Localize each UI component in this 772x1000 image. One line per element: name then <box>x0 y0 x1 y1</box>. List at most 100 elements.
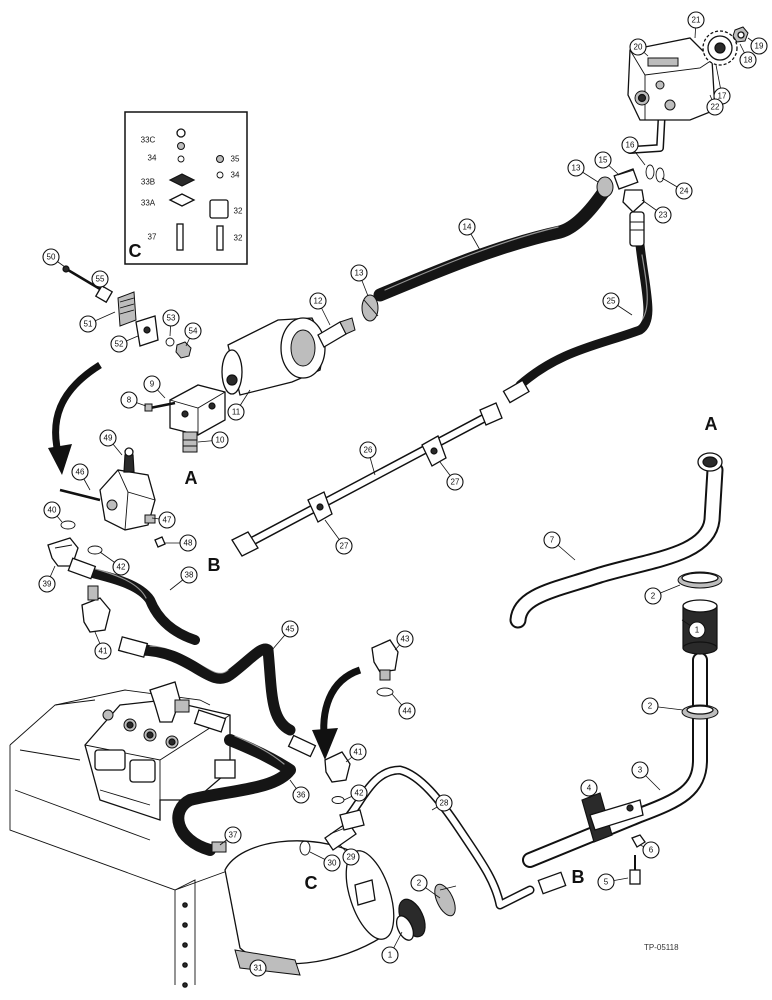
callout-circle <box>99 429 117 447</box>
callout-c51: 51 <box>79 311 116 333</box>
callout-circle <box>143 375 161 393</box>
callout-number: 18 <box>744 56 753 65</box>
tee-fitting <box>149 681 190 723</box>
callout-number: 8 <box>127 396 132 405</box>
callout-number: 13 <box>572 164 581 173</box>
callout-number: 31 <box>254 964 263 973</box>
bolt-46 <box>59 488 101 502</box>
callout-circle <box>435 794 453 812</box>
callout-circle <box>180 566 198 584</box>
callout-circle <box>91 270 109 288</box>
callout-c3: 3 <box>631 761 661 791</box>
letter-c-filter: C <box>305 873 318 893</box>
tube-end-b <box>537 871 567 895</box>
callout-c28: 28 <box>431 794 453 812</box>
hose-45 <box>134 643 296 736</box>
callout-c19: 19 <box>747 37 768 55</box>
callout-number: 30 <box>328 859 337 868</box>
callout-number: 55 <box>96 275 105 284</box>
callout-number: 37 <box>229 831 238 840</box>
hose-end-38-upper <box>67 557 97 580</box>
callout-number: 7 <box>550 536 555 545</box>
callout-c2b: 2 <box>641 697 684 715</box>
callout-c41b: 41 <box>345 743 367 763</box>
callout-number: 38 <box>185 571 194 580</box>
callout-circle <box>446 473 464 491</box>
callout-circle <box>158 511 176 529</box>
callout-circle <box>687 11 705 29</box>
callout-c54: 54 <box>184 322 202 347</box>
callout-circle <box>567 159 585 177</box>
callout-number: 48 <box>184 539 193 548</box>
callout-c29: 29 <box>339 844 360 866</box>
callout-number: 26 <box>364 446 373 455</box>
callout-c40: 40 <box>43 501 63 523</box>
letter-a-valve: A <box>185 468 198 488</box>
inset-detail-c <box>124 111 248 265</box>
callout-c30: 30 <box>309 851 341 872</box>
inset-label-37: 37 <box>148 233 157 242</box>
callout-c4: 4 <box>580 779 598 799</box>
callout-c22: 22 <box>706 94 724 116</box>
callout-circle <box>309 292 327 310</box>
inset-label-34-right: 34 <box>231 171 240 180</box>
callout-circle <box>184 322 202 340</box>
callout-c1b: 1 <box>381 931 403 964</box>
callout-number: 14 <box>463 223 472 232</box>
callout-circle <box>281 620 299 638</box>
hose-end-25-upper <box>629 211 645 247</box>
callout-circle <box>110 335 128 353</box>
curved-arrow-left <box>48 362 102 475</box>
pipe-a-end <box>697 452 723 472</box>
callout-c2c: 2 <box>410 874 441 899</box>
callout-number: 5 <box>604 878 609 887</box>
callout-circle <box>675 182 693 200</box>
callout-number: 24 <box>680 187 689 196</box>
callout-c31: 31 <box>249 959 267 977</box>
callout-number: 20 <box>634 43 643 52</box>
callout-number: 2 <box>648 702 653 711</box>
callout-circle <box>79 315 97 333</box>
clamp-4 <box>581 792 644 843</box>
callout-number: 50 <box>47 253 56 262</box>
tube-nut-26-top <box>479 402 503 426</box>
inset-label-33a: 33A <box>141 199 156 208</box>
callout-number: 27 <box>340 542 349 551</box>
callout-c2a: 2 <box>644 584 681 605</box>
hose-end-45-lower <box>193 709 227 733</box>
callout-circle <box>644 587 662 605</box>
callout-circle <box>396 630 414 648</box>
callout-c13b: 13 <box>567 159 599 183</box>
callout-circle <box>112 558 130 576</box>
callout-number: 29 <box>347 853 356 862</box>
clip-27-upper <box>421 435 447 467</box>
callout-circle <box>641 697 659 715</box>
callout-c27a: 27 <box>439 461 464 491</box>
callout-circle <box>597 873 615 891</box>
inset-label-33b: 33B <box>141 178 155 187</box>
bolt-50 <box>62 265 106 294</box>
callout-c27b: 27 <box>324 519 353 555</box>
callout-circle <box>543 531 561 549</box>
callout-c11: 11 <box>227 389 251 421</box>
inset-parts <box>168 128 229 251</box>
callout-circle <box>602 292 620 310</box>
hose-clamp-13-upper <box>596 176 614 198</box>
callout-c8: 8 <box>120 391 147 409</box>
inset-labels: 33C 34 33B 33A 37 35 34 32 32 C <box>129 136 243 262</box>
hose-25 <box>515 240 653 390</box>
callout-number: 22 <box>711 103 720 112</box>
callout-number: 11 <box>232 408 241 417</box>
callout-number: 53 <box>167 314 176 323</box>
callout-c18: 18 <box>739 43 757 69</box>
callout-c15: 15 <box>594 151 619 175</box>
callout-c25: 25 <box>602 292 633 316</box>
callout-circle <box>631 761 649 779</box>
callout-number: 12 <box>314 297 323 306</box>
tube-fitting-28-top <box>339 809 365 831</box>
callout-c21: 21 <box>687 11 705 39</box>
inset-letter-c: C <box>129 241 142 261</box>
callout-c1: 1 <box>681 619 706 639</box>
callout-number: 39 <box>43 580 52 589</box>
